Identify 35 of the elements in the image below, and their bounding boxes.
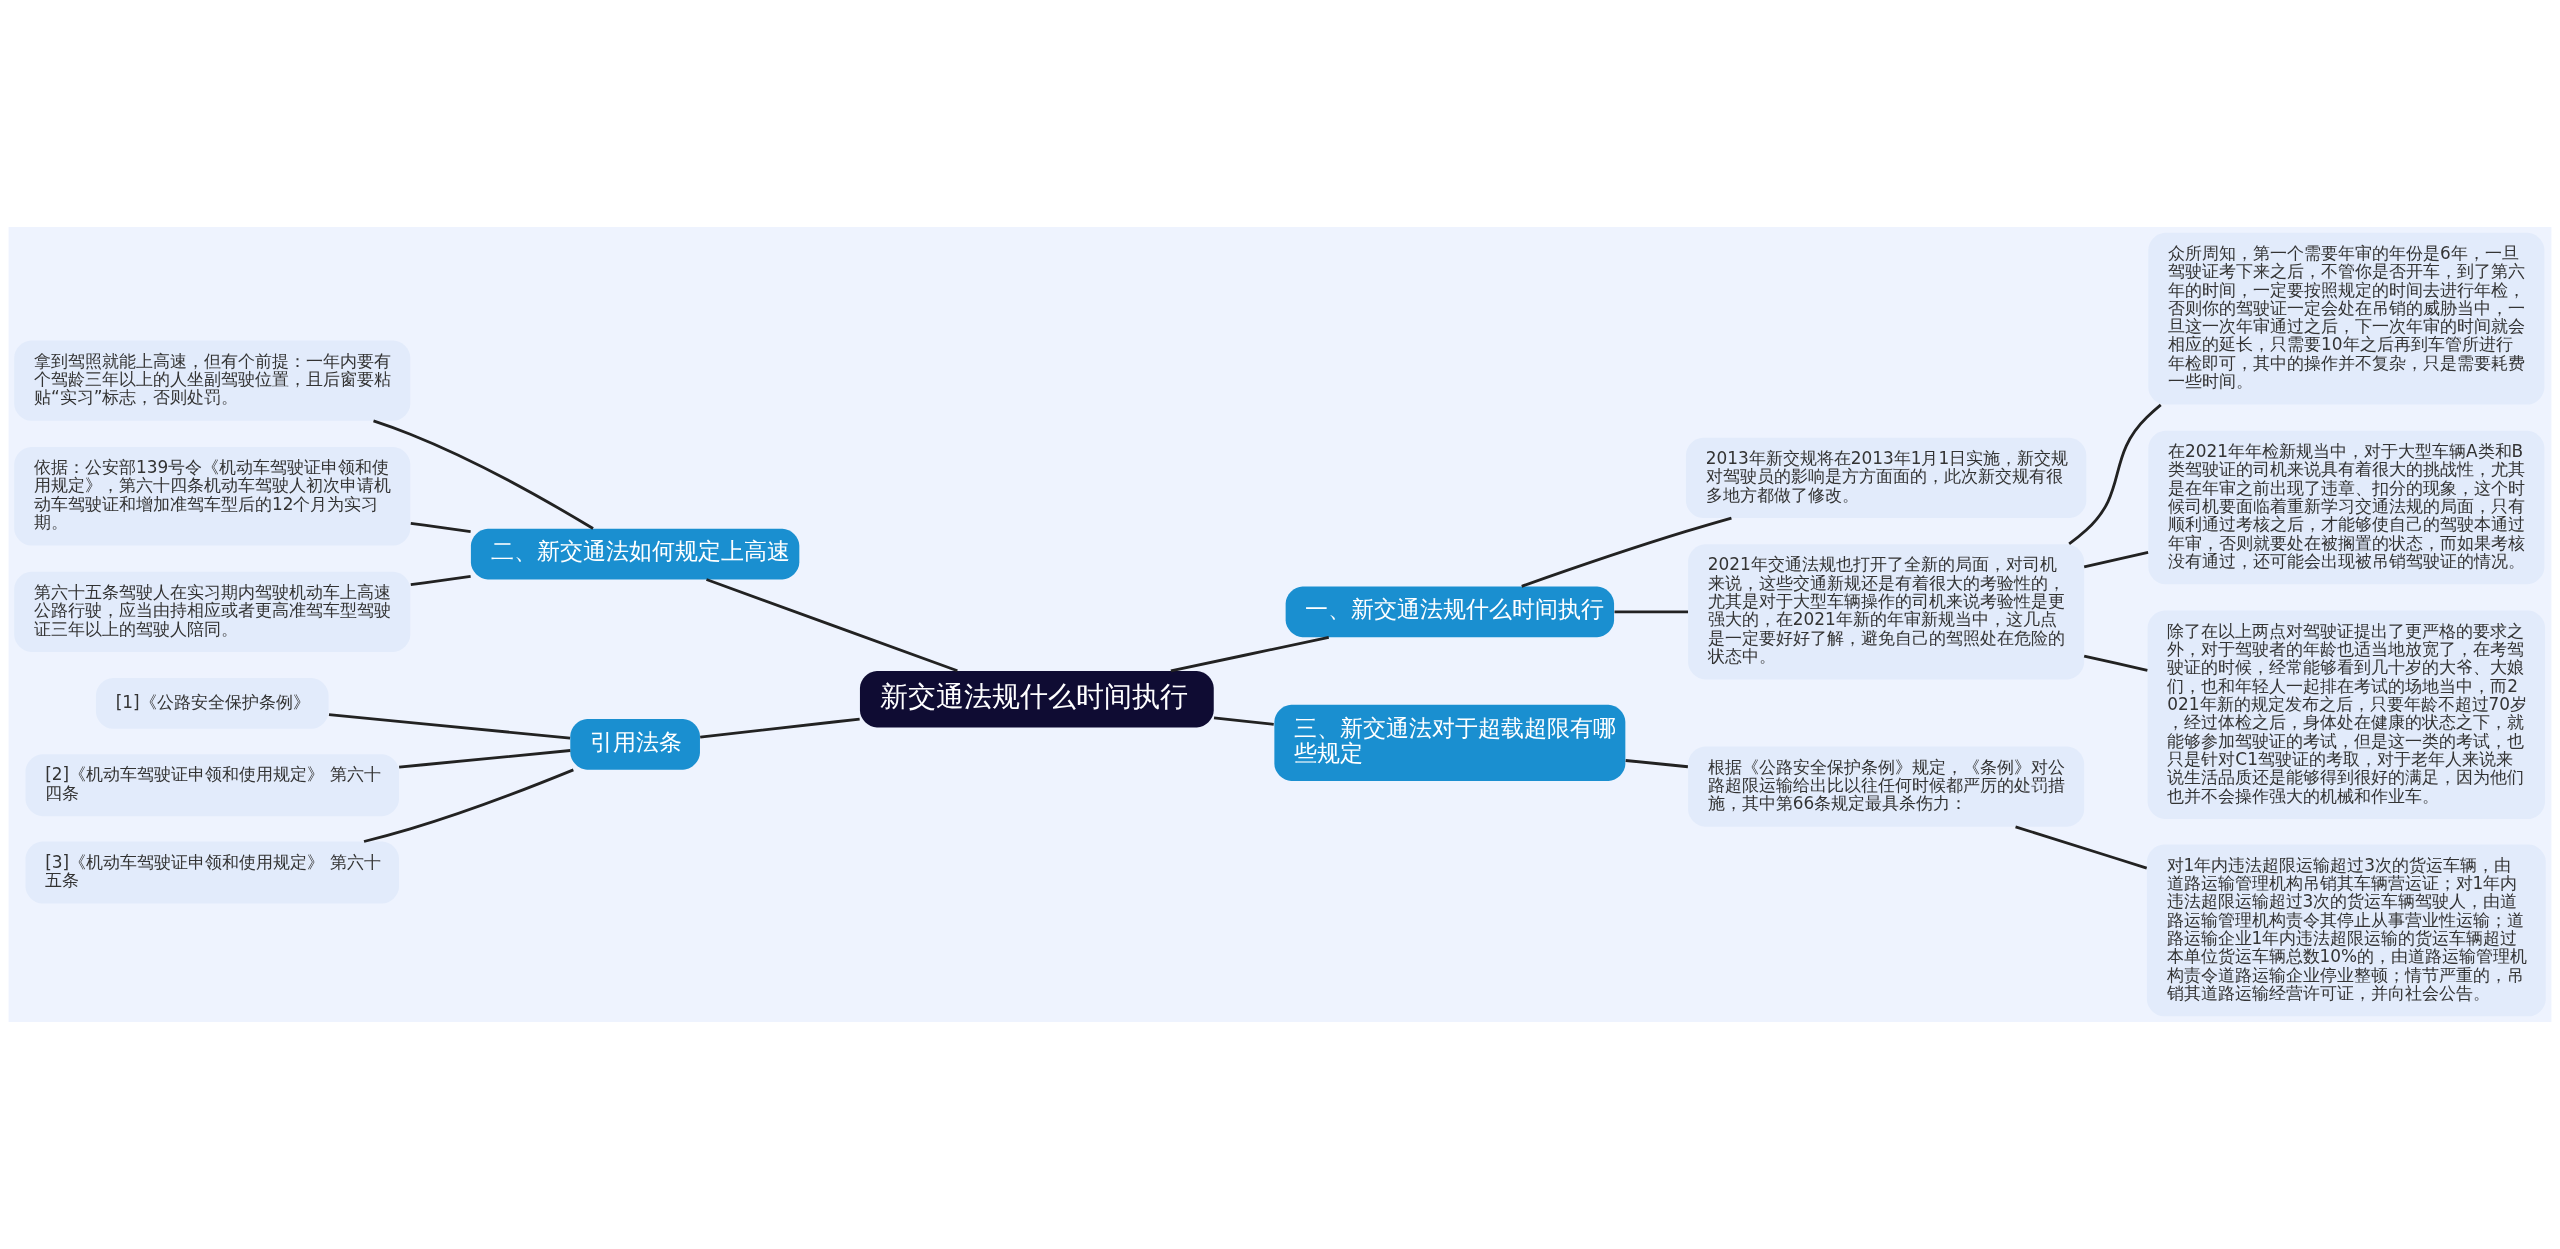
connector [2083, 551, 2149, 569]
node-box: 在2021年年检新规当中，对于大型车辆A类和B类驾驶证的司机来说具有着很大的挑战性，尤其是在年审之前出现了违章、扣分的现象，这个时候司机要面临着重新学习交通法规的局面，只有顺利通过考核之后，才能够使自己的驾驶本通过年审，否则就要处在被搁置的状态，而如果考核没有通过，还可能会出现被吊销驾驶证的情况。 [2148, 430, 2545, 585]
node-box: 众所周知，第一个需要年审的年份是6年，一旦驾驶证考下来之后，不管你是否开车，到了第六年的时间，一定要按照规定的时间去进行年检，否则你的驾驶证一定会处在吊销的威胁当中，一旦这一次年审通过之后，下一次年审的时间就会相应的延长，只需要10年之后再到车管所进行年检即可，其中的操作并不复杂，只是需要耗费一些时间。 [2148, 232, 2545, 405]
connector [398, 749, 571, 769]
connector [373, 419, 594, 530]
connector [2083, 654, 2148, 672]
node-box: 对1年内违法超限运输超过3次的货运车辆，由道路运输管理机构吊销其车辆营运证；对1年内违法超限运输超过3次的货运车辆驾驶人，由道路运输管理机构责令其停止从事营业性运输；道路运输企业1年内违法超限运输的货运车辆超过本单位货运车辆总数10%的，由道路运输管理机构责令道路运输企业停业整顿；情节严重的，吊销其道路运输经营许可证，并向社会公告。 [2146, 844, 2546, 1017]
node-box: [2]《机动车驾驶证申领和使用规定》 第六十四条 [25, 754, 399, 817]
connector [1213, 716, 1274, 726]
connector [1170, 635, 1330, 673]
node-box: 2013年新交规将在2013年1月1日实施，新交规对驾驶员的影响是方方面面的，此次新交规有很多地方都做了修改。 [1685, 437, 2087, 519]
node-box: 三、新交通法对于超载超限有哪些规定 [1274, 704, 1626, 781]
connector [1625, 759, 1689, 769]
node-box: 新交通法规什么时间执行 [859, 671, 1214, 728]
node-box: 除了在以上两点对驾驶证提出了更严格的要求之外，对于驾驶者的年龄也适当地放宽了，在考驾驶证的时候，经常能够看到几十岁的大爷、大娘们，也和年轻人一起排在考试的场地当中，而2021年新的规定发布之后，只要年龄不超过70岁，经过体检之后，身体处在健康的状态之下，就能够参加驾驶证的考试，但是这一类的考试，也只是针对C1驾驶证的考取，对于老年人来说来说生活品质还是能够得到很好的满足，因为他们也并不会操作强大的机械和作业车。 [2147, 610, 2546, 819]
node-box: 第六十五条驾驶人在实习期内驾驶机动车上高速公路行驶，应当由持相应或者更高准驾车型驾驶证三年以上的驾驶人陪同。 [14, 571, 411, 652]
connector [1614, 610, 1689, 614]
node-box: 二、新交通法如何规定上高速 [470, 528, 800, 580]
connector [1521, 516, 1732, 588]
connector [2015, 825, 2148, 870]
node-box: 根据《公路安全保护条例》规定，《条例》对公路超限运输给出比以往任何时候都严厉的处罚措施，其中第66条规定最具杀伤力： [1688, 746, 2085, 827]
node-box: 2021年交通法规也打开了全新的局面，对司机来说，这些交通新规还是有着很大的考验性的，尤其是对于大型车辆操作的司机来说考验性是更强大的，在2021年新的年审新规当中，这几点是一定要好好了解，避免自己的驾照处在危险的状态中。 [1688, 544, 2085, 680]
node-box: [1]《公路安全保护条例》 [95, 678, 329, 729]
connector [328, 713, 571, 740]
node-box: [3]《机动车驾驶证申领和使用规定》 第六十五条 [25, 841, 399, 904]
connector [700, 717, 860, 739]
connector [410, 521, 471, 533]
connector [410, 575, 471, 587]
node-box: 拿到驾照就能上高速，但有个前提：一年内要有个驾龄三年以上的人坐副驾驶位置，且后窗要粘贴“实习”标志，否则处罚。 [14, 340, 411, 421]
node-box: 依据：公安部139号令《机动车驾驶证申领和使用规定》，第六十四条机动车驾驶人初次申请机动车驾驶证和增加准驾车型后的12个月为实习期。 [14, 446, 411, 546]
connector [706, 578, 958, 673]
node-box: 一、新交通法规什么时间执行 [1285, 586, 1615, 638]
connector [363, 768, 574, 843]
node-box: 引用法条 [570, 718, 700, 770]
connector [2068, 403, 2162, 546]
